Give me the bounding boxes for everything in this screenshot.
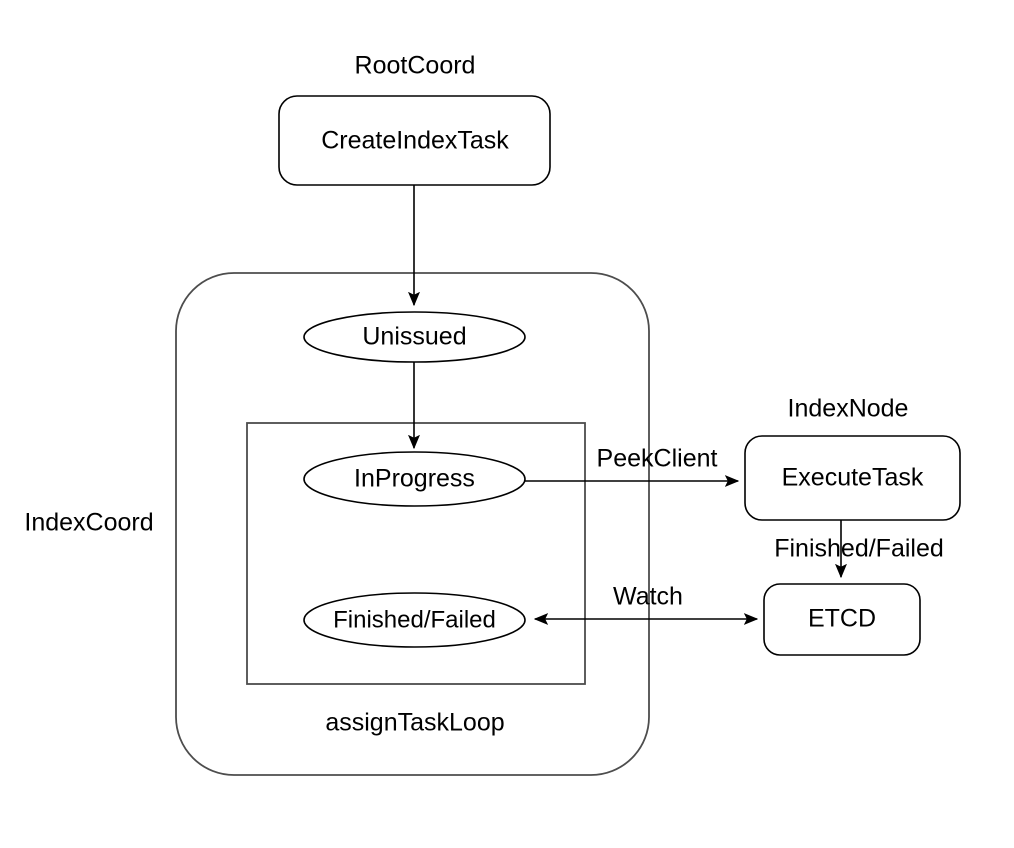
index-node-label: IndexNode <box>788 395 909 423</box>
group-index-coord: IndexCoord <box>24 272 650 776</box>
group-assign-task-loop: assignTaskLoop <box>246 422 586 737</box>
unissued-shape[interactable] <box>303 311 526 363</box>
assign-task-loop-boundary <box>246 422 586 685</box>
edge-label-finished-failed: Finished/Failed <box>774 535 944 563</box>
etcd-shape[interactable] <box>763 583 921 656</box>
node-create-index-task[interactable]: CreateIndexTask <box>278 95 551 186</box>
in-progress-shape[interactable] <box>303 451 526 507</box>
unissued-label: Unissued <box>362 323 466 351</box>
edge-inprogress-to-executetask: PeekClient <box>525 445 740 487</box>
create-index-task-label: CreateIndexTask <box>321 127 509 155</box>
finished-failed-shape[interactable] <box>303 592 526 648</box>
in-progress-label: InProgress <box>354 465 475 493</box>
finished-failed-label: Finished/Failed <box>333 606 496 633</box>
create-index-task-shape[interactable] <box>278 95 551 186</box>
node-etcd[interactable]: ETCD <box>763 583 921 656</box>
root-coord-label: RootCoord <box>355 52 476 80</box>
assign-task-loop-label: assignTaskLoop <box>325 709 504 737</box>
index-coord-boundary <box>175 272 650 776</box>
execute-task-shape[interactable] <box>744 435 961 521</box>
node-finished-failed[interactable]: Finished/Failed <box>303 592 526 648</box>
execute-task-label: ExecuteTask <box>782 464 924 492</box>
node-unissued[interactable]: Unissued <box>303 311 526 363</box>
edge-label-watch: Watch <box>613 583 683 611</box>
edge-label-peekclient: PeekClient <box>597 445 718 473</box>
node-execute-task[interactable]: ExecuteTask <box>744 435 961 521</box>
index-coord-label: IndexCoord <box>24 509 153 537</box>
edge-etcd-to-finishedfailed: Watch <box>533 583 759 625</box>
etcd-label: ETCD <box>808 605 876 633</box>
edge-executetask-to-etcd: Finished/Failed <box>774 520 944 579</box>
node-in-progress[interactable]: InProgress <box>303 451 526 507</box>
